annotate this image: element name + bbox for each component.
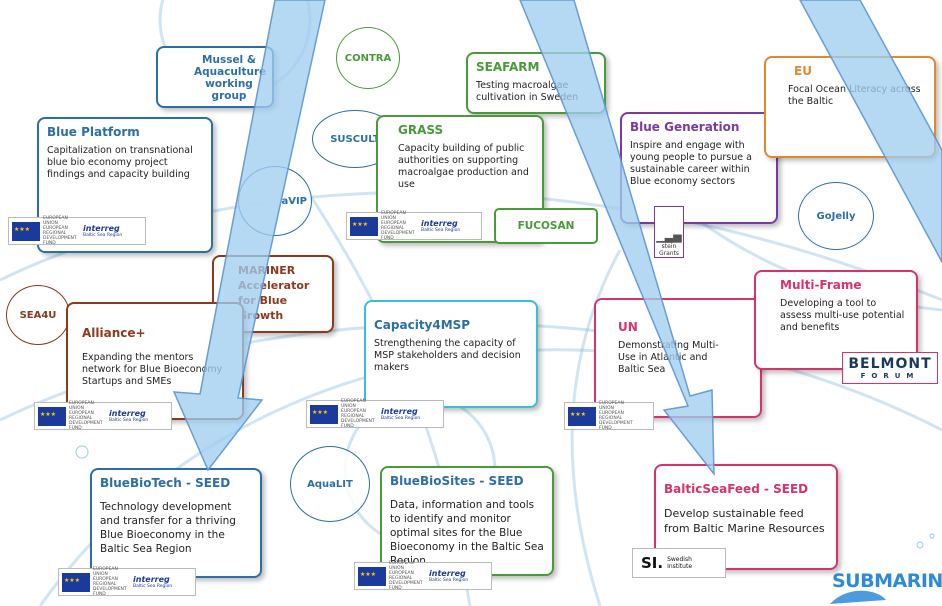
swedish-institute-text: Swedish Institute xyxy=(667,556,693,570)
project-box-bluebiotech: BlueBioTech - SEED Technology developmen… xyxy=(90,468,262,578)
forum-wordmark: FORUM xyxy=(860,372,920,380)
oval-baltavip: aVIP xyxy=(238,166,312,236)
oval-contra: CONTRA xyxy=(336,27,400,89)
eu-interreg-logo: EUROPEAN UNION EUROPEAN REGIONAL DEVELOP… xyxy=(306,399,444,429)
eu-fund-text: EUROPEAN UNION EUROPEAN REGIONAL DEVELOP… xyxy=(389,561,423,591)
project-description: Expanding the mentors network for Blue B… xyxy=(82,352,223,387)
project-title: UN xyxy=(618,320,638,334)
oval-aqualit: AquaLIT xyxy=(290,446,370,522)
eu-flag-icon xyxy=(62,572,90,592)
eu-interreg-logo: EUROPEAN UNION EUROPEAN REGIONAL DEVELOP… xyxy=(34,401,172,431)
eea-stein-text: stein xyxy=(661,243,677,250)
project-title: EU xyxy=(794,64,812,78)
eu-horizon-logo: EUROPEAN UNION EUROPEAN REGIONAL DEVELOP… xyxy=(564,401,654,431)
project-description: Testing macroalgae cultivation in Sweden xyxy=(476,80,579,103)
project-description: Capacity building of public authorities … xyxy=(398,143,529,190)
project-description: Develop sustainable feed from Baltic Mar… xyxy=(664,507,825,535)
eu-fund-text: EUROPEAN UNION EUROPEAN REGIONAL DEVELOP… xyxy=(43,216,77,246)
project-title: Blue Platform xyxy=(47,125,140,139)
eu-fund-text: EUROPEAN UNION EUROPEAN REGIONAL DEVELOP… xyxy=(93,567,127,597)
eu-flag-icon xyxy=(310,404,338,424)
eu-flag-icon xyxy=(12,221,40,241)
project-title: MARINER Accelerator for Blue Growth xyxy=(238,264,310,322)
eu-interreg-logo: EUROPEAN UNION EUROPEAN REGIONAL DEVELOP… xyxy=(58,567,196,597)
eea-grants-text: Grants xyxy=(658,250,680,257)
project-box-united: UN Demonstrating Multi-Use in Atlantic a… xyxy=(594,298,762,418)
eu-flag-icon xyxy=(358,566,386,586)
oval-gojelly: GoJelly xyxy=(798,182,874,250)
project-description: Strengthening the capacity of MSP stakeh… xyxy=(374,338,521,373)
swedish-institute-logo: SI. Swedish Institute xyxy=(632,548,726,578)
tag-fucosan: FUCOSAN xyxy=(494,208,598,244)
project-description: Technology development and transfer for … xyxy=(100,501,236,555)
project-box-capacity4msp: Capacity4MSP Strengthening the capacity … xyxy=(364,300,538,408)
project-box-seafarm: SEAFARM Testing macroalgae cultivation i… xyxy=(466,52,606,114)
project-title: BlueBioTech - SEED xyxy=(100,476,231,490)
eu-fund-text: EUROPEAN UNION EUROPEAN REGIONAL DEVELOP… xyxy=(381,211,415,241)
eu-interreg-logo: EUROPEAN UNION EUROPEAN REGIONAL DEVELOP… xyxy=(8,216,146,246)
project-description: Focal Ocean Literacy across the Baltic xyxy=(788,84,921,107)
project-description: Demonstrating Multi-Use in Atlantic and … xyxy=(618,340,719,375)
project-box-bluebiosites: BlueBioSites - SEED Data, information an… xyxy=(380,466,554,576)
project-title: GRASS xyxy=(398,123,444,137)
project-box-blue-generation: Blue Generation Inspire and engage with … xyxy=(620,112,778,224)
belmont-forum-logo: BELMONT FORUM xyxy=(842,352,938,384)
project-description: Data, information and tools to identify … xyxy=(390,499,544,567)
wave-icon xyxy=(830,590,886,604)
submariner-corner-logo: SUBMARIN xyxy=(826,566,942,606)
project-title: Mussel & Aquaculture working group xyxy=(194,54,267,102)
eu-fund-text: EUROPEAN UNION EUROPEAN REGIONAL DEVELOP… xyxy=(69,401,103,431)
project-description: Developing a tool to assess multi-use po… xyxy=(780,298,905,333)
project-title: BlueBioSites - SEED xyxy=(390,474,524,488)
project-title: Alliance+ xyxy=(82,326,146,340)
oval-sea4u: SEA4U xyxy=(6,285,70,345)
eu-fund-text: EUROPEAN UNION EUROPEAN REGIONAL DEVELOP… xyxy=(341,399,375,429)
project-title: Capacity4MSP xyxy=(374,318,471,332)
eu-interreg-logo: EUROPEAN UNION EUROPEAN REGIONAL DEVELOP… xyxy=(354,561,492,591)
si-mark: SI. xyxy=(641,554,664,572)
project-title: BalticSeaFeed - SEED xyxy=(664,482,809,496)
project-box-eu4ocean: EU Focal Ocean Literacy across the Balti… xyxy=(764,56,936,158)
eu-flag-icon xyxy=(568,406,596,426)
project-description: Capitalization on transnational blue bio… xyxy=(47,145,193,180)
project-description: Inspire and engage with young people to … xyxy=(630,140,752,187)
eea-grants-logo: ▁▃▅ stein Grants xyxy=(654,206,684,258)
project-box-mussel: Mussel & Aquaculture working group xyxy=(156,46,274,108)
project-title: Multi-Frame xyxy=(780,278,862,292)
eu-interreg-logo: EUROPEAN UNION EUROPEAN REGIONAL DEVELOP… xyxy=(346,211,482,241)
project-title: Blue Generation xyxy=(630,120,740,134)
grants-chart-icon: ▁▃▅ xyxy=(656,230,682,243)
project-title: SEAFARM xyxy=(476,60,540,74)
eu-flag-icon xyxy=(38,406,66,426)
eu-fund-text: EUROPEAN UNION EUROPEAN REGIONAL DEVELOP… xyxy=(599,401,633,431)
belmont-wordmark: BELMONT xyxy=(848,356,932,372)
submariner-wordmark: SUBMARIN xyxy=(832,570,942,592)
eu-flag-icon xyxy=(350,216,378,236)
